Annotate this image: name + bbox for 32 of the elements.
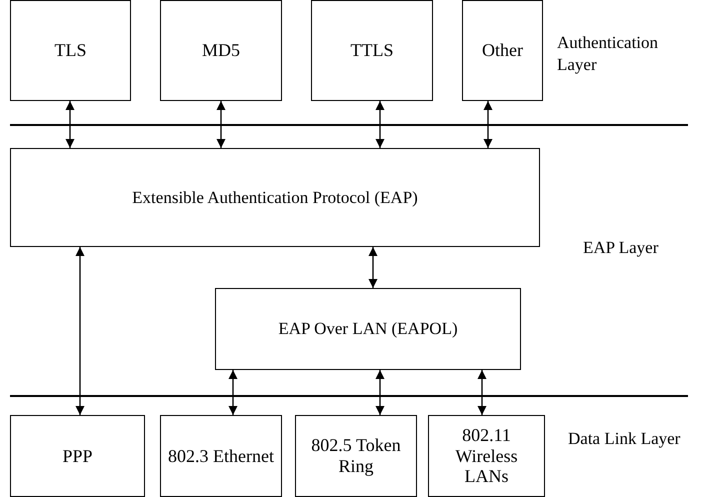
double-arrow — [375, 101, 385, 148]
layer-box — [160, 415, 282, 497]
layer-box — [10, 148, 540, 247]
layer-box — [215, 288, 521, 370]
box-label: 802.3 Ethernet — [168, 446, 274, 466]
layer-box — [160, 0, 282, 101]
layer-name: Authentication Layer — [557, 32, 660, 76]
layer-box — [462, 0, 543, 101]
box-label: TTLS — [350, 40, 394, 61]
box-label: 802.5 Token Ring — [310, 435, 402, 477]
layer-box — [10, 415, 145, 497]
box-label: TLS — [54, 40, 86, 61]
box-label: 802.11 Wireless LANs — [454, 424, 519, 488]
double-arrow — [228, 370, 238, 415]
double-arrow — [65, 101, 75, 148]
layer-box — [295, 415, 417, 497]
double-arrow — [216, 101, 226, 148]
box-label: EAP Over LAN (EAPOL) — [278, 319, 458, 339]
double-arrow — [477, 370, 487, 415]
layer-name: EAP Layer — [583, 237, 660, 259]
layer-box — [428, 415, 545, 497]
box-label: PPP — [62, 446, 93, 466]
box-label: Other — [482, 40, 523, 61]
layer-box — [10, 0, 131, 101]
double-arrow — [75, 247, 85, 415]
layer-name: Data Link Layer — [568, 428, 682, 450]
box-label: Extensible Authentication Protocol (EAP) — [132, 188, 418, 208]
double-arrow — [483, 101, 493, 148]
layer-box — [311, 0, 433, 101]
double-arrow — [375, 370, 385, 415]
double-arrow — [368, 247, 378, 288]
box-label: MD5 — [202, 40, 240, 61]
